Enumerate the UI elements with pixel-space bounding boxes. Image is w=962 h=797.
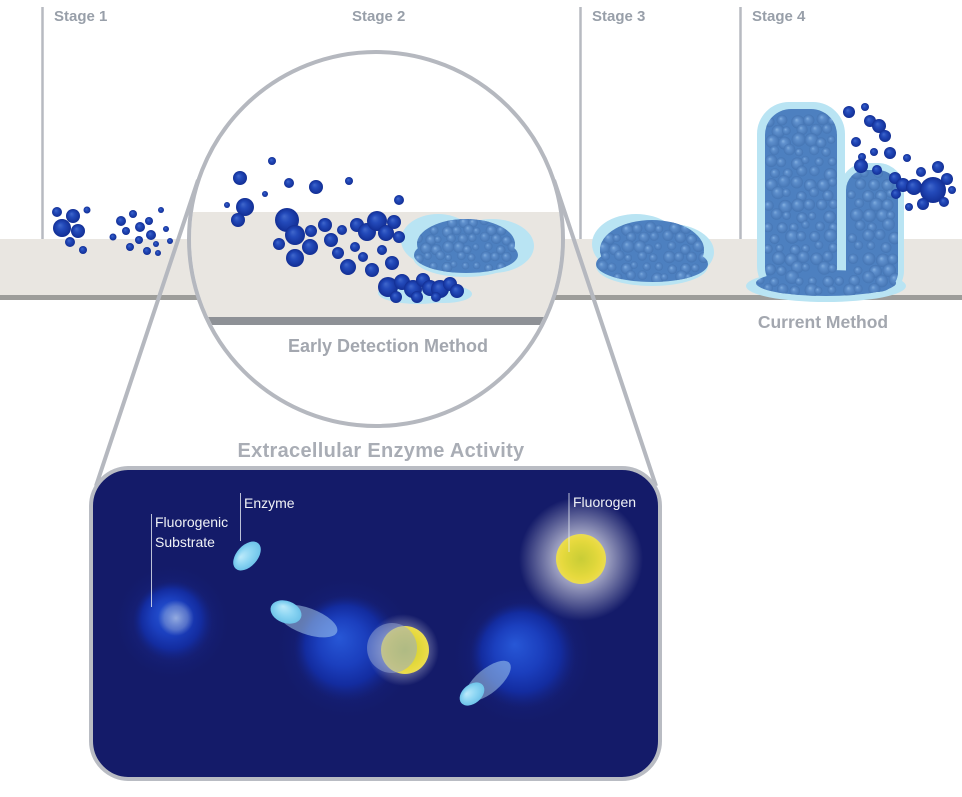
stage4-dispersal-cells [843, 103, 956, 211]
magnifier-circle-outline [187, 50, 565, 428]
magnifier-contents [191, 157, 561, 325]
enzyme-ellipse [233, 541, 261, 571]
magnifier-flare-right [552, 179, 658, 487]
stage-3-label: Stage 3 [592, 8, 646, 25]
enzyme-ellipse-solid [270, 600, 302, 624]
enzyme-activity-panel-border [89, 466, 662, 781]
stage-2-label: Stage 2 [352, 8, 406, 25]
fluorogen-ball [556, 534, 606, 584]
current-method-caption: Current Method [757, 312, 889, 332]
substrate-core [158, 600, 194, 636]
inset-title: Extracellular Enzyme Activity [237, 440, 525, 462]
stage-1-label: Stage 1 [54, 8, 108, 25]
enzyme-label: Enzyme [244, 495, 295, 511]
fluorogenic-substrate-label: Fluorogenic Substrate [155, 514, 229, 550]
substrate-shell [367, 623, 417, 673]
stage-4-label: Stage 4 [752, 8, 806, 25]
magnifier-flare-left [94, 179, 200, 487]
stage3-biofilm-texture [596, 221, 708, 282]
early-detection-caption: Early Detection Method [287, 336, 489, 356]
stage4-biofilm-texture [756, 112, 898, 296]
stage2-bottom-cells [378, 273, 464, 303]
enzyme-activity-contents [116, 493, 643, 724]
stage2-attached-cells [231, 198, 405, 277]
stage2-floating-cells [224, 157, 404, 208]
stage1-planktonic-cells [52, 206, 173, 256]
fluorogen-label: Fluorogen [573, 494, 637, 510]
